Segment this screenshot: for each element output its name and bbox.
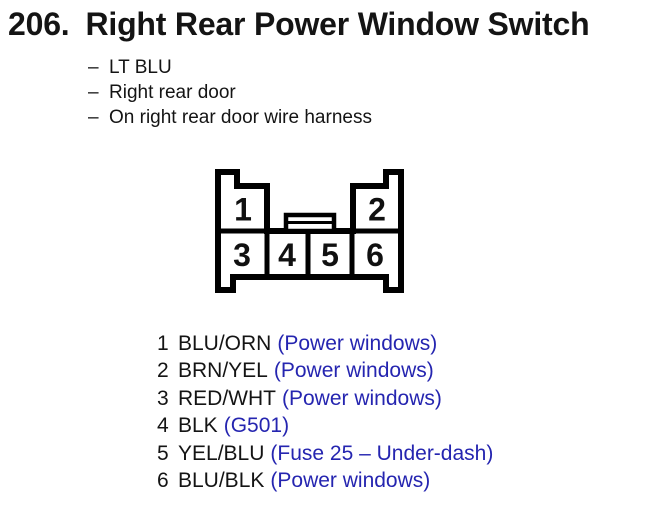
circuit-name: (Power windows) [282, 386, 442, 410]
wire-color: RED/WHT [178, 386, 276, 410]
page-title: 206. Right Rear Power Window Switch [8, 5, 590, 43]
pin-row: 4 BLK(G501) [157, 412, 493, 439]
wire-color: BLU/BLK [178, 469, 265, 493]
pin-cavity-label-2: 2 [368, 192, 386, 228]
circuit-name: (Power windows) [277, 332, 438, 355]
pin-cavity-label-4: 4 [278, 237, 296, 273]
pin-row: 3 RED/WHT(Power windows) [157, 385, 493, 412]
note-text: On right rear door wire harness [109, 107, 372, 128]
wire-color: BLU/ORN [178, 332, 272, 355]
pin-cavity-label-1: 1 [234, 192, 252, 228]
pin-number: 2 [157, 359, 169, 383]
wire-color: BLK [178, 414, 218, 438]
circuit-name: (Fuse 25 – Under-dash) [270, 441, 494, 465]
pin-row: 2 BRN/YEL(Power windows) [157, 357, 493, 384]
pin-number: 4 [157, 414, 169, 438]
circuit-name: (Power windows) [273, 359, 434, 383]
note-text: LT BLU [109, 57, 172, 78]
pin-number: 6 [157, 469, 169, 493]
pin-cavity-label-5: 5 [321, 237, 339, 273]
pin-cavity-label-3: 3 [233, 237, 251, 273]
note-text: Right rear door [109, 82, 236, 103]
section-title: Right Rear Power Window Switch [85, 6, 590, 42]
connector-pinout-diagram: 1 2 3 4 5 6 [215, 169, 404, 293]
dash-bullet: – [88, 107, 99, 128]
note-line: –Right rear door [88, 80, 372, 105]
pin-number: 1 [157, 332, 169, 355]
pin-row: 5 YEL/BLU(Fuse 25 – Under-dash) [157, 440, 493, 467]
note-line: –LT BLU [88, 55, 372, 80]
circuit-name: (G501) [223, 414, 290, 438]
pin-row: 6 BLU/BLK(Power windows) [157, 467, 493, 494]
wire-color: BRN/YEL [178, 359, 268, 383]
note-line: –On right rear door wire harness [88, 105, 372, 130]
connector-notes: –LT BLU –Right rear door –On right rear … [88, 55, 372, 130]
pin-number: 5 [157, 441, 169, 465]
dash-bullet: – [88, 82, 99, 103]
pin-row: 1 BLU/ORN(Power windows) [157, 330, 493, 357]
section-number: 206. [8, 6, 70, 42]
dash-bullet: – [88, 57, 99, 78]
circuit-name: (Power windows) [270, 469, 431, 493]
pin-number: 3 [157, 386, 169, 410]
wire-color: YEL/BLU [178, 441, 265, 465]
pin-cavity-label-6: 6 [366, 237, 384, 273]
